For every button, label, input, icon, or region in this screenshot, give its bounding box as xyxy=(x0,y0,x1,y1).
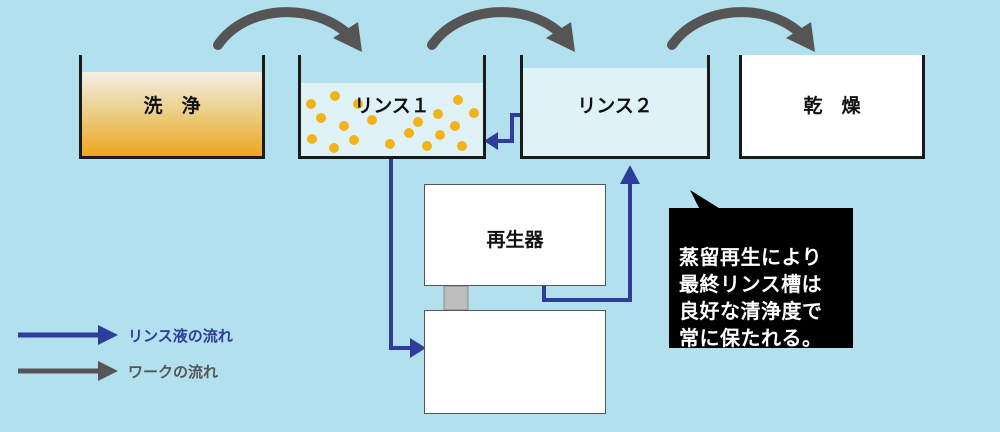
wash-tank-label: 洗 浄 xyxy=(143,95,201,117)
particle xyxy=(422,141,432,151)
work-arrow-3 xyxy=(667,7,810,50)
rinse2-tank-label: リンス２ xyxy=(577,95,653,117)
work-flow-heads xyxy=(333,22,815,52)
still-box xyxy=(424,310,606,414)
work-arrow-3-head xyxy=(786,22,815,52)
legend-rinse-arrow xyxy=(18,325,118,345)
particle xyxy=(353,99,363,109)
rinse-flow-lines xyxy=(389,113,632,350)
regenerator-label: 再生器 xyxy=(486,229,544,251)
work-arrow-1 xyxy=(213,7,357,50)
particle xyxy=(339,121,349,131)
rinse1-tank: リンス１ xyxy=(298,55,486,159)
particle xyxy=(349,135,359,145)
rinse2-tank: リンス２ xyxy=(520,55,710,159)
particle xyxy=(404,128,414,138)
legend-rinse-flow-label: リンス液の流れ xyxy=(128,327,233,345)
regenerator-box: 再生器 xyxy=(424,184,606,286)
particle xyxy=(316,113,326,123)
rinse1-to-still-head xyxy=(410,338,426,358)
rinse1-particles xyxy=(306,91,479,153)
legend-work-arrow xyxy=(18,361,118,381)
legend-work-flow-label: ワークの流れ xyxy=(128,363,219,381)
particle xyxy=(453,95,463,105)
particle xyxy=(306,99,316,109)
dry-tank-label: 乾 燥 xyxy=(803,95,861,117)
particle xyxy=(435,130,445,140)
regenerator-connector xyxy=(443,285,469,311)
callout-text: 蒸留再生により 最終リンス槽は 良好な清浄度で 常に保たれる。 xyxy=(679,245,823,350)
particle xyxy=(413,117,423,127)
rinse2-water xyxy=(522,68,708,157)
particle xyxy=(385,139,395,149)
particle xyxy=(307,134,317,144)
wash-tank: 洗 浄 xyxy=(79,55,265,159)
work-arrow-2-head xyxy=(546,22,575,52)
rinse-flow-heads xyxy=(410,132,640,358)
work-arrow-1-head xyxy=(333,22,362,52)
particle xyxy=(433,109,443,119)
particle xyxy=(367,115,377,125)
particle xyxy=(450,121,460,131)
wash-liquid xyxy=(81,72,263,158)
particle xyxy=(329,143,339,153)
particle xyxy=(457,141,467,151)
rinse2-to-rinse1-head xyxy=(484,132,498,150)
particle xyxy=(330,91,340,101)
rinse2-to-rinse1-line xyxy=(496,113,522,143)
work-arrow-2 xyxy=(427,7,570,50)
regen-to-rinse2-head xyxy=(620,165,640,184)
rinse1-to-still-line xyxy=(389,157,412,350)
dry-interior xyxy=(741,55,923,157)
dry-tank: 乾 燥 xyxy=(739,55,925,159)
particle xyxy=(469,108,479,118)
work-flow-arrows xyxy=(213,7,810,50)
callout-pointer xyxy=(690,190,722,210)
rinse1-tank-label: リンス１ xyxy=(354,95,430,117)
callout-box: 蒸留再生により 最終リンス槽は 良好な清浄度で 常に保たれる。 xyxy=(669,208,853,350)
regen-to-rinse2-line xyxy=(542,182,632,302)
